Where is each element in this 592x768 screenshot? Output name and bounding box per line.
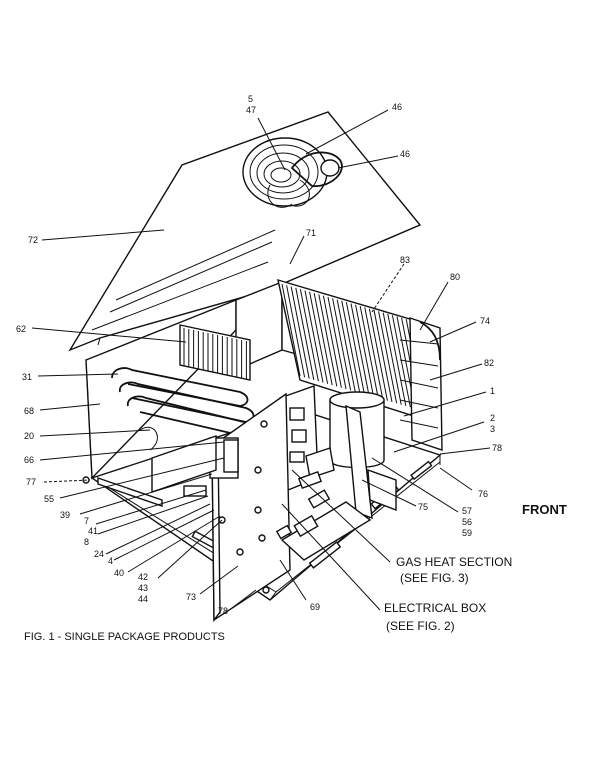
coil-fin xyxy=(368,308,388,401)
part-label: 76 xyxy=(478,489,488,499)
part-label: 71 xyxy=(306,228,316,238)
part-label: 43 xyxy=(138,583,148,593)
part-label: 83 xyxy=(400,255,410,265)
part-label: 24 xyxy=(94,549,104,559)
control-panel xyxy=(209,392,291,623)
coil-fin xyxy=(350,303,370,396)
part-label: 40 xyxy=(114,568,124,578)
coil-fin xyxy=(355,304,375,397)
part-label: 3 xyxy=(490,424,495,434)
gas-heat-callout-ref: (SEE FIG. 3) xyxy=(400,571,469,585)
coil-fin xyxy=(290,286,310,379)
front-label: FRONT xyxy=(522,502,567,517)
part-label: 75 xyxy=(418,502,428,512)
part-label: 42 xyxy=(138,572,148,582)
part-label: 69 xyxy=(310,602,320,612)
electrical-box-parts xyxy=(275,489,372,561)
coil-fin xyxy=(281,283,301,377)
condenser-coil xyxy=(277,278,443,451)
part-label: 77 xyxy=(26,477,36,487)
electrical-box-callout-ref: (SEE FIG. 2) xyxy=(386,619,455,633)
part-label: 8 xyxy=(84,537,89,547)
coil-fin xyxy=(318,294,338,387)
part-label: 82 xyxy=(484,358,494,368)
coil-fin xyxy=(359,306,379,399)
part-label: 68 xyxy=(24,406,34,416)
gas-heat-callout: GAS HEAT SECTION xyxy=(396,555,512,569)
fan-assembly xyxy=(242,137,343,208)
part-label: 57 xyxy=(462,506,472,516)
part-label: 66 xyxy=(24,455,34,465)
coil-fin xyxy=(286,285,306,378)
electrical-box-callout: ELECTRICAL BOX xyxy=(384,601,486,615)
gas-heat-assembly xyxy=(279,385,335,492)
coil-fin xyxy=(378,311,398,404)
part-label: 41 xyxy=(88,526,98,536)
part-label: 55 xyxy=(44,494,54,504)
coil-fin xyxy=(313,293,333,386)
part-label: 78 xyxy=(218,606,228,616)
part-label: 2 xyxy=(490,413,495,423)
coil-fin xyxy=(391,315,411,408)
part-label: 20 xyxy=(24,431,34,441)
part-labels: 5 47 46 46 72 71 83 80 74 62 82 31 1 68 … xyxy=(16,94,502,616)
part-label: 44 xyxy=(138,594,148,604)
part-label: 62 xyxy=(16,324,26,334)
leader-lines xyxy=(31,109,491,611)
figure-caption: FIG. 1 - SINGLE PACKAGE PRODUCTS xyxy=(24,631,225,643)
part-label: 72 xyxy=(28,235,38,245)
part-label: 47 xyxy=(246,105,256,115)
coil-fin xyxy=(295,287,315,380)
coil-fin xyxy=(309,291,329,384)
coil-fin xyxy=(387,313,407,406)
coil-fin xyxy=(345,302,365,395)
coil-fin xyxy=(332,298,352,391)
part-label: 59 xyxy=(462,528,472,538)
coil-fin xyxy=(382,312,402,405)
part-label: 1 xyxy=(490,386,495,396)
part-label: 5 xyxy=(248,94,253,104)
part-label: 80 xyxy=(450,272,460,282)
part-label: 73 xyxy=(186,592,196,602)
part-label: 78 xyxy=(492,443,502,453)
coil-fin xyxy=(299,289,319,382)
coil-fin xyxy=(336,299,356,392)
part-label: 4 xyxy=(108,556,113,566)
callouts: GAS HEAT SECTION (SEE FIG. 3) ELECTRICAL… xyxy=(24,502,567,643)
part-label: 7 xyxy=(84,516,89,526)
coil-fin xyxy=(322,295,342,388)
part-label: 31 xyxy=(22,372,32,382)
coil-fin xyxy=(327,296,347,390)
evaporator-coil xyxy=(179,324,251,381)
coil-fin xyxy=(341,300,361,393)
coil-fin xyxy=(304,290,324,383)
part-label: 46 xyxy=(400,149,410,159)
part-label: 46 xyxy=(392,102,402,112)
part-label: 74 xyxy=(480,316,490,326)
coil-fin xyxy=(373,309,393,403)
coil-fin xyxy=(364,307,384,400)
part-label: 39 xyxy=(60,510,70,520)
part-label: 56 xyxy=(462,517,472,527)
